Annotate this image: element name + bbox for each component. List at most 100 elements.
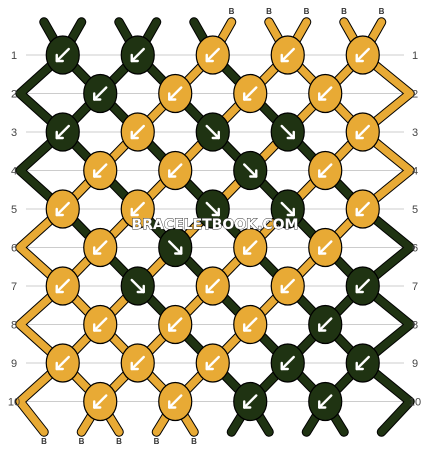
arrow-down-left-icon [243, 86, 258, 101]
arrow-down-left-icon [243, 317, 258, 332]
knot [233, 304, 268, 345]
row-label-right: 6 [412, 243, 418, 255]
arrow-down-right-icon [243, 163, 258, 178]
knot [158, 73, 193, 114]
row-label-right: 3 [412, 127, 418, 139]
row-label-right: 8 [412, 320, 418, 332]
row-label-left: 7 [11, 281, 17, 293]
arrow-down-left-icon [168, 394, 183, 409]
knot [345, 189, 380, 229]
knot [270, 189, 305, 229]
watermark-text: BRACELETBOOK.COM [132, 217, 299, 233]
top-strand-letter: A [116, 7, 122, 16]
arrow-down-left-icon [93, 240, 108, 255]
arrow-down-left-icon [318, 163, 333, 178]
arrow-down-left-icon [55, 201, 70, 217]
knot [345, 343, 380, 383]
arrow-down-right-icon [280, 124, 295, 140]
arrow-down-right-icon [168, 240, 183, 255]
arrow-down-left-icon [93, 317, 108, 332]
knot [83, 227, 118, 268]
knot [308, 381, 343, 422]
knot [45, 189, 80, 229]
arrow-down-left-icon [205, 47, 220, 63]
top-strand-letter: B [229, 7, 235, 16]
arrow-down-left-icon [280, 355, 295, 371]
top-strand-letter: B [341, 7, 347, 16]
arrow-down-left-icon [168, 86, 183, 101]
knot [233, 227, 268, 268]
knot [83, 73, 118, 114]
arrow-down-left-icon [93, 86, 108, 101]
arrow-down-left-icon [168, 317, 183, 332]
bottom-strand-letter: B [41, 437, 47, 446]
top-strand-letter: A [79, 7, 85, 16]
top-strand-letter: A [154, 7, 160, 16]
knot [270, 112, 305, 152]
knot [233, 150, 268, 191]
top-strand-letter: A [41, 7, 47, 16]
bottom-strand-letter: B [79, 437, 85, 446]
row-label-left: 5 [11, 204, 17, 216]
knot [120, 266, 155, 306]
bottom-strand-letter: B [116, 437, 122, 446]
arrow-down-left-icon [355, 201, 370, 217]
arrow-down-left-icon [130, 355, 145, 371]
top-strand-letter: A [191, 7, 197, 16]
bottom-strand-letter: A [341, 437, 347, 446]
row-label-right: 4 [412, 166, 418, 178]
knots [45, 35, 380, 422]
knot [45, 266, 80, 306]
knot [345, 266, 380, 306]
knot [45, 112, 80, 152]
knot [158, 304, 193, 345]
row-label-left: 8 [11, 320, 17, 332]
bottom-strand-letter: B [191, 437, 197, 446]
row-label-right: 1 [412, 50, 418, 62]
knot [308, 150, 343, 191]
top-strand-letter: B [304, 7, 310, 16]
row-label-left: 3 [11, 127, 17, 139]
arrow-down-left-icon [168, 163, 183, 178]
knot [120, 189, 155, 229]
row-label-right: 5 [412, 204, 418, 216]
knot [308, 227, 343, 268]
bottom-strand-letter: A [266, 437, 272, 446]
arrow-down-left-icon [93, 394, 108, 409]
knot [345, 35, 380, 75]
knot [195, 343, 230, 383]
arrow-down-left-icon [318, 86, 333, 101]
bottom-strand-letter: A [379, 437, 385, 446]
arrow-down-right-icon [205, 201, 220, 217]
knot [195, 266, 230, 306]
row-label-left: 9 [11, 358, 17, 370]
knot [195, 112, 230, 152]
row-label-left: 6 [11, 243, 17, 255]
knot [45, 35, 80, 75]
row-label-left: 4 [11, 166, 17, 178]
arrow-down-left-icon [355, 47, 370, 63]
arrow-down-left-icon [355, 355, 370, 371]
arrow-down-left-icon [55, 355, 70, 371]
row-label-left: 1 [11, 50, 17, 62]
arrow-down-left-icon [130, 47, 145, 63]
knot [270, 343, 305, 383]
bottom-strand-letter: A [229, 437, 235, 446]
arrow-down-left-icon [243, 240, 258, 255]
arrow-down-left-icon [130, 124, 145, 140]
row-label-left: 10 [8, 397, 20, 409]
arrow-down-left-icon [355, 278, 370, 294]
arrow-down-left-icon [355, 124, 370, 140]
top-strand-letter: B [379, 7, 385, 16]
knot [45, 343, 80, 383]
knot [120, 343, 155, 383]
row-label-right: 10 [409, 397, 421, 409]
arrow-down-left-icon [205, 278, 220, 294]
row-label-right: 2 [412, 89, 418, 101]
knot [120, 112, 155, 152]
knot [233, 381, 268, 422]
